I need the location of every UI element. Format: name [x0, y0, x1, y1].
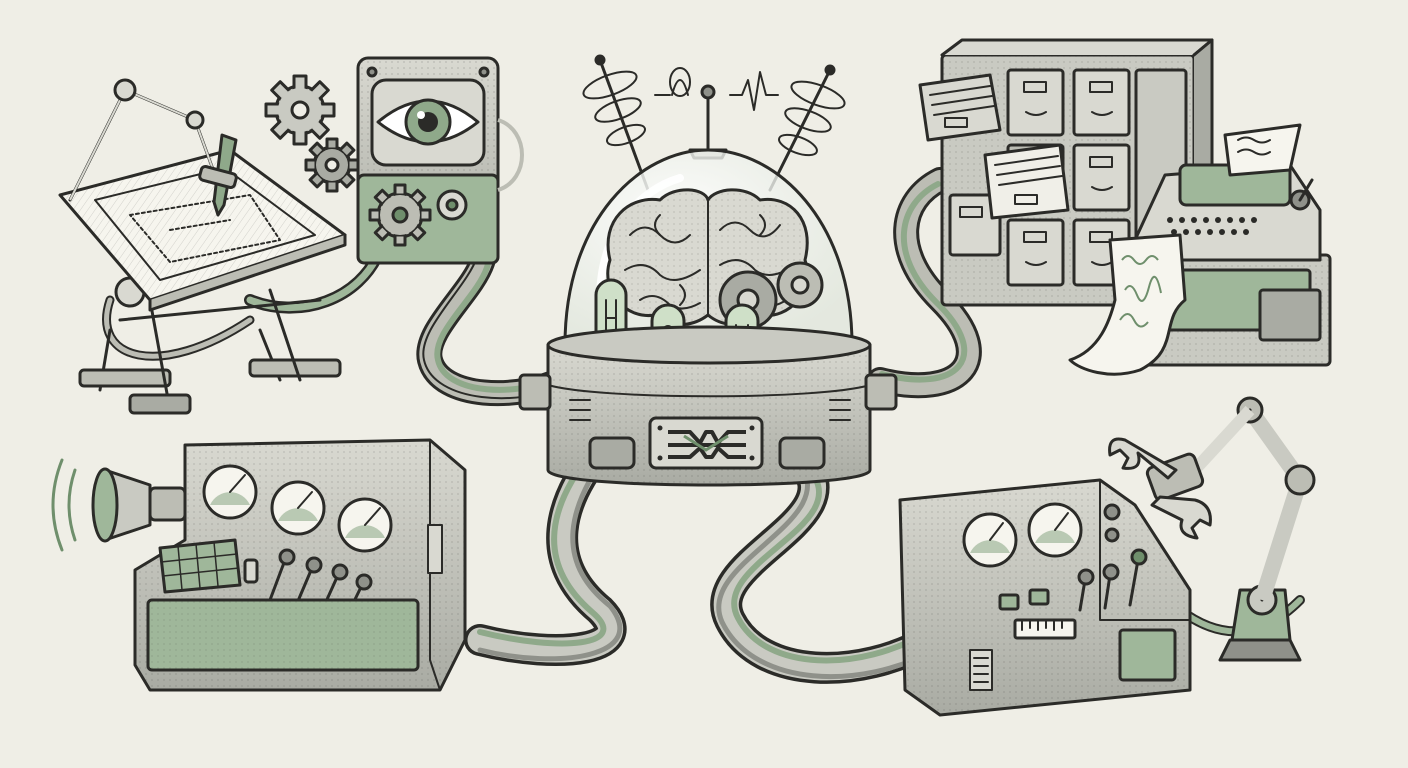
brain-icon: [606, 188, 809, 326]
gear-icon: [264, 74, 336, 146]
gear-icon: [368, 183, 432, 247]
wrench-icon: [1108, 437, 1212, 540]
eye-icon: [370, 78, 486, 167]
antenna-icon: [768, 64, 846, 192]
open-drawer: [983, 143, 1070, 220]
pen-icon: [198, 133, 238, 217]
gauge-icon: [962, 512, 1018, 568]
gauge-icon: [202, 464, 258, 520]
gear-icon: [304, 137, 360, 193]
gear-icon: [776, 261, 824, 309]
emblem-plate: [648, 416, 764, 470]
eye-machine: [264, 56, 524, 265]
right-control-console: [898, 478, 1192, 717]
cable-bundles: [102, 167, 1305, 684]
drafting-table: [58, 78, 347, 415]
gear-icon: [436, 189, 468, 221]
megaphone-icon: [51, 458, 187, 552]
cable-dome-to-right-console: [710, 444, 946, 684]
teletype-printer: [1068, 123, 1332, 376]
open-drawer: [918, 73, 1002, 142]
gauge-icon: [337, 497, 393, 553]
keypad: [158, 538, 242, 594]
gauge-icon: [270, 480, 326, 536]
cable-dome-to-archive: [867, 167, 982, 399]
gauge-icon: [1027, 502, 1083, 558]
left-control-console: [51, 438, 467, 692]
archive-cabinet: [918, 38, 1332, 376]
antenna-icon: [582, 54, 650, 192]
robot-arm: [1108, 396, 1316, 662]
slider-controls: [243, 548, 373, 622]
antenna-icon: [654, 67, 779, 160]
cable-dome-to-left-console: [464, 434, 627, 666]
brain-dome: [518, 54, 898, 487]
